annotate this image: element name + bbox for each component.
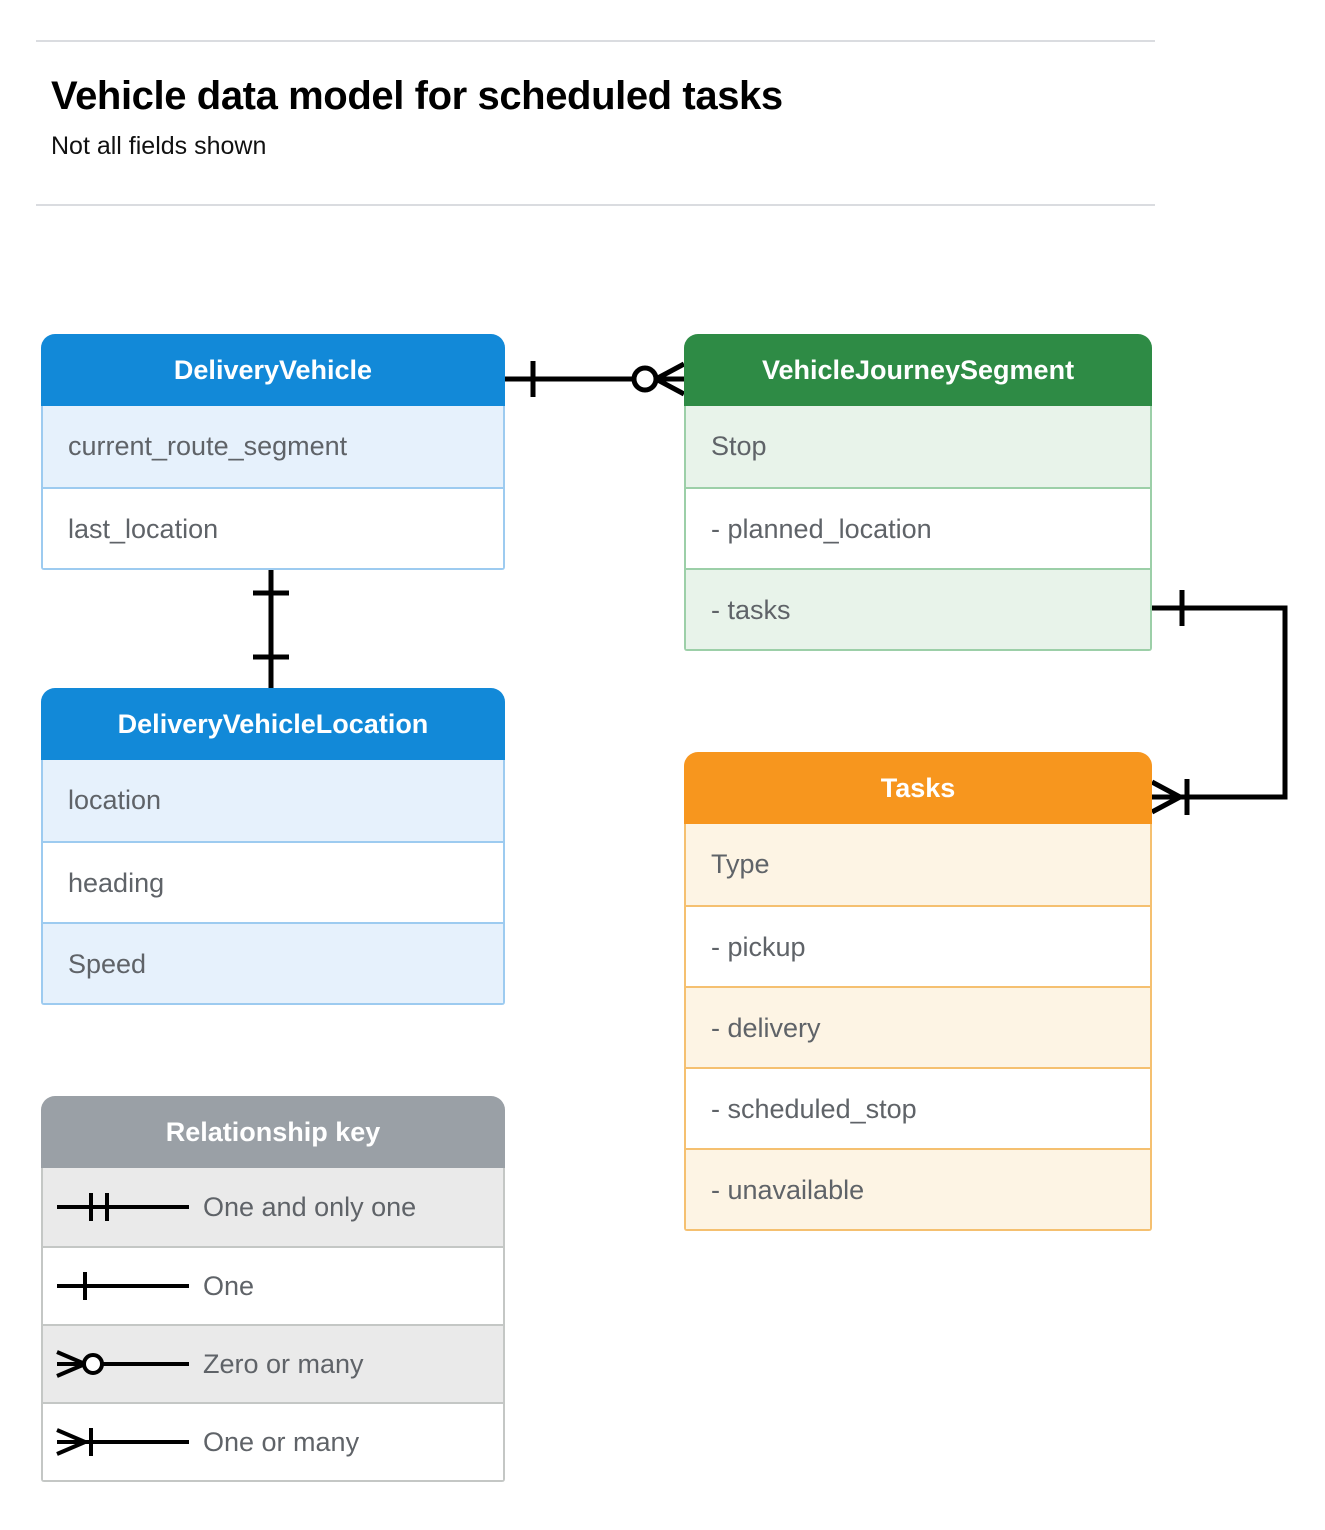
connector-dv-vjs-zero-circle bbox=[631, 365, 659, 393]
entity-field-row[interactable]: Type bbox=[686, 824, 1150, 905]
relationship-key-title: Relationship key bbox=[41, 1096, 505, 1168]
one-icon bbox=[43, 1266, 203, 1306]
entity-field-row[interactable]: - planned_location bbox=[686, 487, 1150, 568]
relationship-key-items: One and only one One bbox=[41, 1168, 505, 1482]
entity-field-row[interactable]: Speed bbox=[43, 922, 503, 1003]
entity-field-row[interactable]: - unavailable bbox=[686, 1148, 1150, 1229]
entity-field-row[interactable]: heading bbox=[43, 841, 503, 922]
page-subtitle: Not all fields shown bbox=[51, 132, 267, 160]
relationship-key-legend: Relationship key One and only one bbox=[41, 1096, 505, 1482]
legend-item: One bbox=[43, 1246, 503, 1324]
legend-item-label: One bbox=[203, 1271, 255, 1301]
entity-field-row[interactable]: - pickup bbox=[686, 905, 1150, 986]
connector-dv-vjs-crow-top bbox=[654, 361, 686, 382]
legend-item: Zero or many bbox=[43, 1324, 503, 1402]
connector-dv-vjs-crow-bottom bbox=[654, 376, 686, 397]
one-or-many-icon bbox=[43, 1422, 203, 1462]
entity-field-row[interactable]: location bbox=[43, 760, 503, 841]
entity-tasks-fields: Type - pickup - delivery - scheduled_sto… bbox=[684, 824, 1152, 1231]
entity-tasks[interactable]: Tasks Type - pickup - delivery - schedul… bbox=[684, 752, 1152, 1231]
entity-delivery-vehicle-location[interactable]: DeliveryVehicleLocation location heading… bbox=[41, 688, 505, 1005]
entity-tasks-title: Tasks bbox=[684, 752, 1152, 824]
legend-item-label: One and only one bbox=[203, 1192, 417, 1222]
entity-field-row[interactable]: current_route_segment bbox=[43, 406, 503, 487]
one-and-only-one-icon bbox=[43, 1187, 203, 1227]
entity-field-row[interactable]: - delivery bbox=[686, 986, 1150, 1067]
entity-delivery-vehicle-location-title: DeliveryVehicleLocation bbox=[41, 688, 505, 760]
connector-vjs-tasks-elbow bbox=[1152, 605, 1288, 800]
zero-or-many-icon bbox=[43, 1344, 203, 1384]
legend-item: One and only one bbox=[43, 1168, 503, 1246]
entity-field-row[interactable]: last_location bbox=[43, 487, 503, 568]
legend-item-label: One or many bbox=[203, 1427, 360, 1457]
entity-vehicle-journey-segment[interactable]: VehicleJourneySegment Stop - planned_loc… bbox=[684, 334, 1152, 651]
header-divider-bottom bbox=[36, 204, 1155, 206]
entity-delivery-vehicle[interactable]: DeliveryVehicle current_route_segment la… bbox=[41, 334, 505, 570]
entity-delivery-vehicle-location-fields: location heading Speed bbox=[41, 760, 505, 1005]
legend-item-label: Zero or many bbox=[203, 1349, 364, 1379]
entity-vehicle-journey-segment-title: VehicleJourneySegment bbox=[684, 334, 1152, 406]
entity-delivery-vehicle-title: DeliveryVehicle bbox=[41, 334, 505, 406]
entity-field-row[interactable]: - scheduled_stop bbox=[686, 1067, 1150, 1148]
header-divider-top bbox=[36, 40, 1155, 42]
connector-vjs-tasks-crow-bottom bbox=[1150, 794, 1182, 815]
entity-field-row[interactable]: - tasks bbox=[686, 568, 1150, 649]
entity-vehicle-journey-segment-fields: Stop - planned_location - tasks bbox=[684, 406, 1152, 651]
legend-item: One or many bbox=[43, 1402, 503, 1480]
entity-field-row[interactable]: Stop bbox=[686, 406, 1150, 487]
connector-vjs-tasks-crow-top bbox=[1150, 779, 1182, 800]
page-title: Vehicle data model for scheduled tasks bbox=[51, 74, 783, 118]
entity-delivery-vehicle-fields: current_route_segment last_location bbox=[41, 406, 505, 570]
